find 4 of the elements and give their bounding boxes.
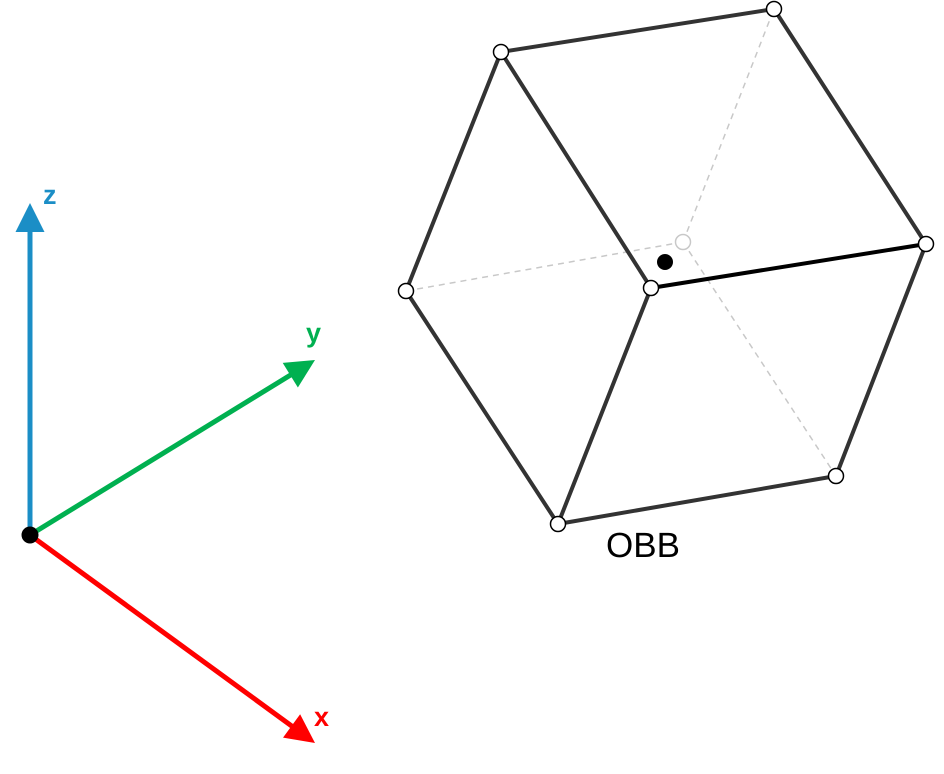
axis-label: y — [306, 320, 322, 347]
shape-label: OBB — [606, 528, 680, 563]
axis-label: x — [314, 704, 330, 731]
axis-label: z — [43, 182, 56, 209]
